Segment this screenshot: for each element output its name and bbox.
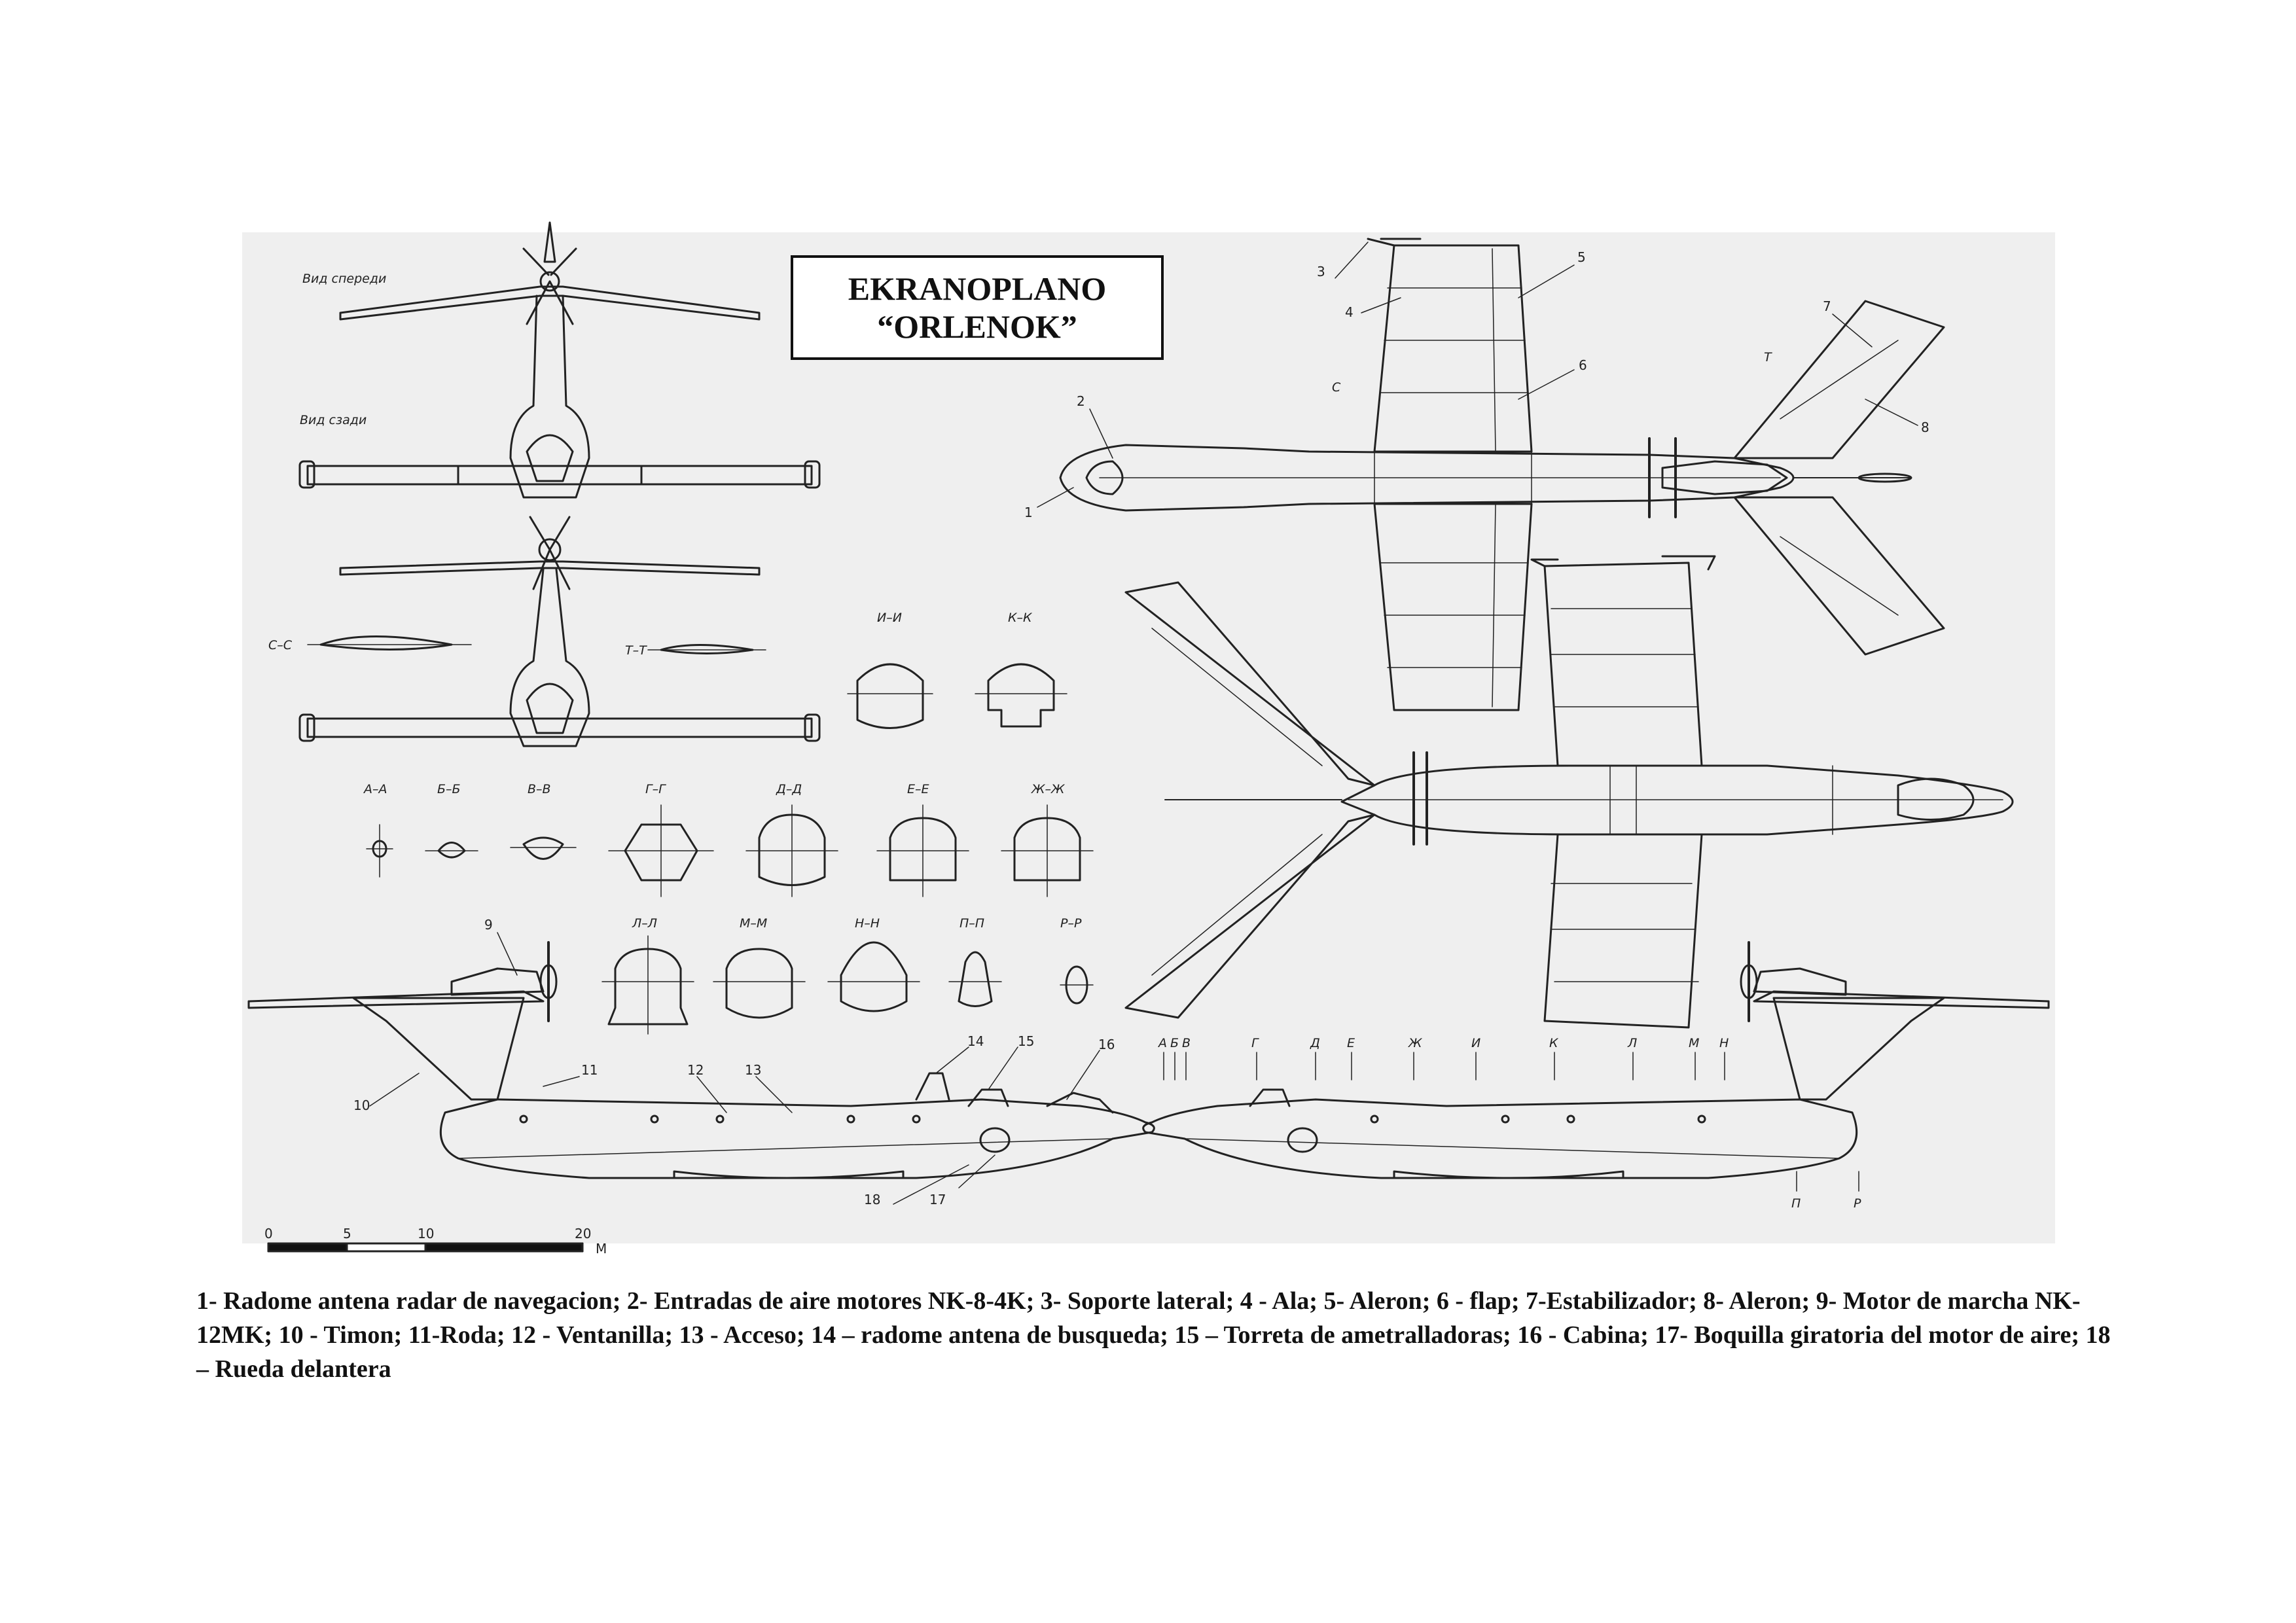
section-kk [975,663,1067,728]
station-b: Б [1170,1036,1179,1050]
airfoil-section-c [307,635,472,651]
section-labels-row2: А–А Б–Б В–В Г–Г Д–Д Е–Е Ж–Ж [363,782,1066,796]
station-a: А [1157,1036,1167,1050]
title-line-2: “ORLENOK” [877,308,1077,345]
section-labels-row1: И–И К–К [877,611,1033,625]
section-gg [608,804,714,897]
scale-tick-20: 20 [575,1226,591,1241]
title-line-1: EKRANOPLANO [848,270,1107,307]
callout-8: 8 [1921,419,1929,435]
title-box: EKRANOPLANO “ORLENOK” [791,255,1164,360]
scale-labels: 0 5 10 20 М [264,1226,607,1257]
section-ii [847,663,933,729]
section-label-vv: В–В [528,782,551,796]
callout-5: 5 [1577,249,1586,265]
section-label-rr: Р–Р [1060,916,1082,931]
station-r: Р [1854,1196,1861,1211]
side-view-left [247,941,1155,1179]
bottom-view-plan [1124,555,2014,1029]
callout-17: 17 [929,1192,946,1207]
section-nn [827,941,920,1012]
station-g: Г [1251,1036,1259,1050]
station-d: Д [1310,1036,1320,1050]
callout-4: 4 [1345,304,1354,320]
scale-tick-0: 0 [264,1226,273,1241]
callout-1: 1 [1024,505,1033,520]
scale-tick-5: 5 [343,1226,351,1241]
section-dd [745,804,838,897]
scale-unit: М [596,1241,607,1257]
scale-tick-10: 10 [418,1226,434,1241]
section-label-nn: Н–Н [855,916,880,931]
wing-marks: С Т [1332,350,1772,395]
section-zhzh [1001,804,1094,897]
section-mm [713,948,806,1019]
station-v: В [1182,1036,1191,1050]
section-vv [510,836,577,860]
callout-3: 3 [1317,264,1325,279]
station-l: Л [1627,1036,1637,1050]
airfoil-label-c: С–С [268,638,293,652]
callout-18: 18 [864,1192,880,1207]
station-n: Н [1719,1036,1729,1050]
station-p: П [1791,1196,1801,1211]
section-pp [948,951,1002,1007]
section-ll [601,935,694,1035]
top-view-plan [1059,238,1945,711]
section-label-mm: М–М [740,916,767,931]
front-view [298,221,821,499]
front-view-label: Вид спереди [302,272,386,286]
station-e: Е [1347,1036,1355,1050]
section-label-zhzh: Ж–Ж [1031,782,1066,796]
callout-7: 7 [1823,298,1831,314]
callout-12: 12 [687,1062,704,1078]
section-label-ee: Е–Е [907,782,929,796]
airfoil-section-t [647,644,766,654]
callout-15: 15 [1018,1033,1034,1049]
section-ee [876,804,969,897]
section-label-bb: Б–Б [437,782,461,796]
station-m: М [1689,1036,1699,1050]
callout-leaders [369,241,1918,1205]
airfoil-label-t: Т–Т [625,643,647,658]
station-ticks [1163,1052,1859,1192]
section-label-ll: Л–Л [632,916,657,931]
section-label-kk: К–К [1008,611,1033,625]
rear-view-label: Вид сзади [300,413,367,427]
callout-11: 11 [581,1062,598,1078]
wing-mark-c: С [1332,380,1341,395]
legend-caption: 1- Radome antena radar de navegacion; 2-… [196,1287,2111,1383]
callout-9: 9 [484,917,493,933]
section-aa [366,824,393,878]
callout-2: 2 [1077,393,1085,409]
station-zh: Ж [1408,1036,1423,1050]
view-labels: Вид спереди Вид сзади [300,272,386,427]
callout-10: 10 [353,1097,370,1113]
station-k: К [1549,1036,1559,1050]
station-letters: А Б В Г Д Е Ж И К Л М Н П Р [1157,1036,1861,1211]
station-i: И [1471,1036,1480,1050]
section-labels-row3: Л–Л М–М Н–Н П–П Р–Р [632,916,1082,931]
section-label-gg: Г–Г [645,782,666,796]
section-rr [1060,965,1094,1005]
section-bb [425,842,478,859]
section-label-pp: П–П [960,916,984,931]
section-label-ii: И–И [877,611,902,625]
airfoil-labels: С–С Т–Т [268,638,647,658]
scale-bar [267,1242,584,1253]
section-label-aa: А–А [363,782,387,796]
callout-16: 16 [1098,1037,1115,1052]
side-view-right [1142,941,2050,1179]
rear-view [298,516,821,747]
section-label-dd: Д–Д [776,782,802,796]
callout-14: 14 [967,1033,984,1049]
wing-mark-t: Т [1764,350,1772,365]
callout-numbers: 1 2 3 4 5 6 7 8 9 10 11 12 13 14 15 16 1… [353,249,1929,1207]
callout-6: 6 [1579,357,1587,373]
callout-13: 13 [745,1062,761,1078]
